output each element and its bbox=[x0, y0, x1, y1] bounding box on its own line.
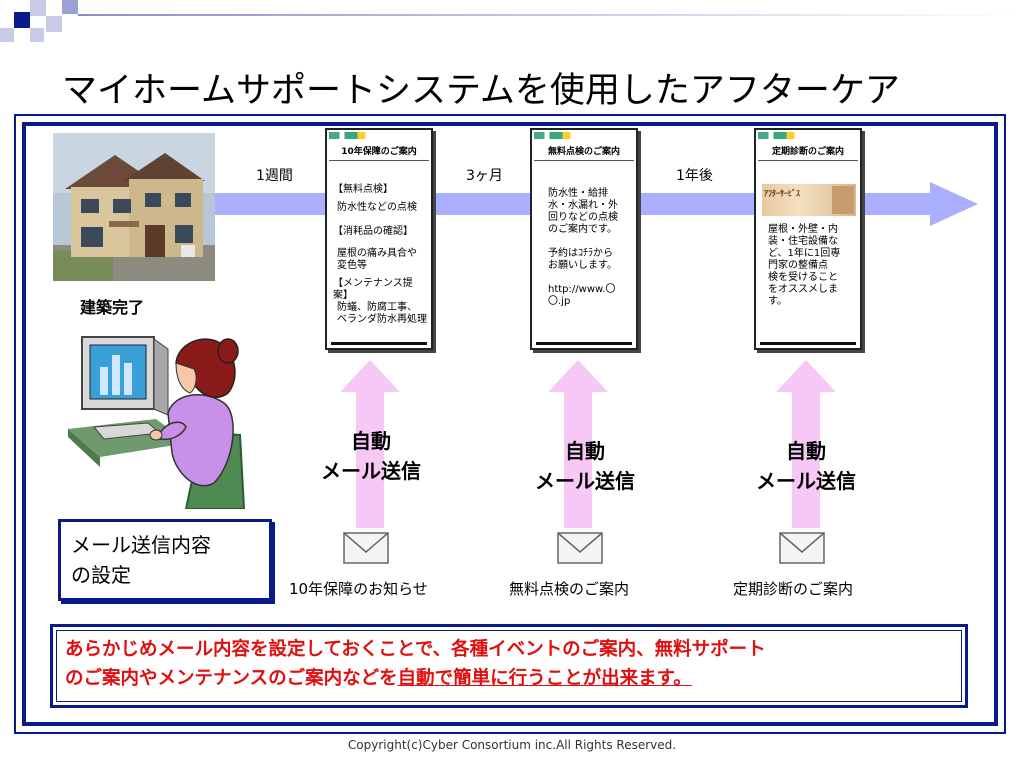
mail-setting-line1: メール送信内容 bbox=[71, 533, 211, 557]
page-title: マイホームサポートシステムを使用したアフターケア bbox=[62, 71, 900, 111]
banner-text: ｱﾌﾀｰｻｰﾋﾞｽ bbox=[764, 189, 800, 198]
phone-line: 水・水漏れ・外 bbox=[548, 200, 618, 211]
mail-setting-line2: の設定 bbox=[71, 563, 131, 587]
copyright: Copyright(c)Cyber Consortium inc.All Rig… bbox=[347, 738, 677, 752]
mail-setting-text: メール送信内容 の設定 bbox=[71, 530, 211, 590]
note-box: あらかじめメール内容を設定しておくことで、各種イベントのご案内、無料サポート の… bbox=[50, 624, 968, 708]
auto-send-line1: 自動 bbox=[351, 429, 391, 453]
auto-send-label-3: 自動 メール送信 bbox=[741, 436, 871, 496]
phone-line: 【メンテナンス提案】 bbox=[333, 278, 413, 301]
phone-line: 〇.jp bbox=[548, 296, 571, 307]
phone-line: す。 bbox=[768, 296, 787, 307]
building-complete-label: 建築完了 bbox=[80, 298, 145, 317]
phone-line: 屋根・外壁・内 bbox=[768, 224, 838, 235]
note-line2-underlined: 自動で簡単に行うことが出来ます。 bbox=[397, 668, 692, 689]
interval-label-1: 1週間 bbox=[256, 168, 293, 184]
auto-send-label-2: 自動 メール送信 bbox=[520, 436, 650, 496]
caption-1: 10年保障のお知らせ bbox=[289, 580, 428, 598]
auto-send-line2: メール送信 bbox=[321, 459, 421, 483]
auto-send-line1: 自動 bbox=[565, 439, 605, 463]
phone-line: 変色等 bbox=[337, 260, 367, 271]
phone-screen-1: 10年保障のご案内 【無料点検】 防水性などの点検 【消耗品の確認】 屋根の痛み… bbox=[325, 128, 433, 350]
phone-screen-3: 定期診断のご案内 ｱﾌﾀｰｻｰﾋﾞｽ 屋根・外壁・内 装・住宅設備な ど、1年に… bbox=[754, 128, 862, 350]
caption-2: 無料点検のご案内 bbox=[509, 580, 630, 598]
phone-status-bar bbox=[329, 132, 381, 139]
phone-line: 回りなどの点検 bbox=[548, 212, 618, 223]
phone-title: 定期診断のご案内 bbox=[758, 144, 858, 161]
phone-bottom-bar bbox=[536, 342, 632, 345]
inner-frame bbox=[22, 122, 998, 726]
mail-setting-box: メール送信内容 の設定 bbox=[58, 519, 272, 601]
envelope-icon bbox=[557, 532, 603, 564]
phone-title: 10年保障のご案内 bbox=[329, 144, 429, 161]
caption-3: 定期診断のご案内 bbox=[733, 580, 854, 598]
up-arrow-stem-3 bbox=[792, 392, 820, 528]
up-arrow-head-2 bbox=[548, 360, 608, 392]
phone-line: 屋根の痛み具合や bbox=[337, 248, 417, 259]
up-arrow-stem-1 bbox=[356, 392, 384, 528]
note-line2-plain: のご案内やメンテナンスのご案内などを bbox=[65, 668, 398, 689]
phone-line: お願いします。 bbox=[548, 260, 617, 271]
phone-line: http://www.〇 bbox=[548, 284, 616, 295]
note-text: あらかじめメール内容を設定しておくことで、各種イベントのご案内、無料サポート の… bbox=[65, 635, 766, 693]
interval-label-3: 1年後 bbox=[676, 168, 713, 184]
phone-line: 装・住宅設備な bbox=[768, 236, 838, 247]
auto-send-line2: メール送信 bbox=[535, 469, 635, 493]
phone-title: 無料点検のご案内 bbox=[534, 144, 634, 161]
after-service-banner: ｱﾌﾀｰｻｰﾋﾞｽ bbox=[762, 184, 856, 216]
up-arrow-stem-2 bbox=[564, 392, 592, 528]
note-line1: あらかじめメール内容を設定しておくことで、各種イベントのご案内、無料サポート bbox=[65, 639, 766, 660]
phone-line: 防水性などの点検 bbox=[337, 202, 417, 213]
envelope-icon bbox=[343, 532, 389, 564]
phone-line: 【消耗品の確認】 bbox=[333, 226, 413, 237]
phone-line: ベランダ防水再処理 bbox=[337, 314, 427, 325]
outer-frame bbox=[14, 114, 1006, 734]
phone-bottom-bar bbox=[331, 342, 427, 345]
phone-line: 検を受けること bbox=[768, 272, 838, 283]
up-arrow-head-3 bbox=[776, 360, 836, 392]
up-arrow-head-1 bbox=[340, 360, 400, 392]
house-photo bbox=[53, 133, 215, 281]
phone-bottom-bar bbox=[760, 342, 856, 345]
phone-line: のご案内です。 bbox=[548, 224, 617, 235]
note-line2: のご案内やメンテナンスのご案内などを自動で簡単に行うことが出来ます。 bbox=[65, 664, 766, 693]
auto-send-line2: メール送信 bbox=[756, 469, 856, 493]
envelope-icon bbox=[779, 532, 825, 564]
phone-status-bar bbox=[758, 132, 810, 139]
phone-screen-2: 無料点検のご案内 防水性・給排 水・水漏れ・外 回りなどの点検 のご案内です。 … bbox=[530, 128, 638, 350]
phone-line: ど、1年に1回専 bbox=[768, 248, 841, 259]
phone-line: をオススメしま bbox=[768, 284, 838, 295]
auto-send-label-1: 自動 メール送信 bbox=[306, 426, 436, 486]
auto-send-line1: 自動 bbox=[786, 439, 826, 463]
phone-line: 【無料点検】 bbox=[333, 184, 393, 195]
phone-status-bar bbox=[534, 132, 586, 139]
phone-line: 門家の整備点 bbox=[768, 260, 828, 271]
person-computer-illustration bbox=[64, 323, 248, 510]
phone-line: 防水性・給排 bbox=[548, 188, 608, 199]
note-inner-border bbox=[56, 630, 962, 702]
phone-line: 防蟻、防腐工事、 bbox=[337, 302, 417, 313]
timeline-arrow-head bbox=[930, 182, 978, 226]
interval-label-2: 3ヶ月 bbox=[466, 168, 503, 184]
phone-line: 予約はｺﾁﾗから bbox=[548, 248, 613, 259]
